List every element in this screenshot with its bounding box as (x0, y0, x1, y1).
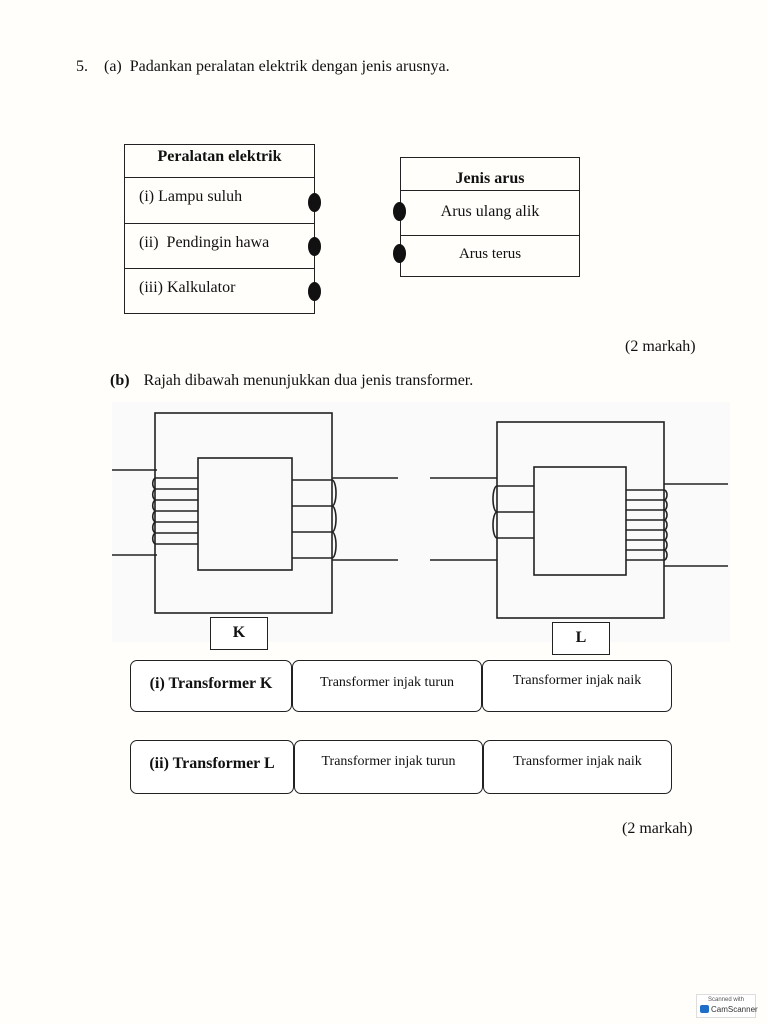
transformer-k-core-inner (197, 457, 293, 571)
label-k: K (210, 617, 268, 650)
marks-part-b: (2 markah) (622, 820, 693, 837)
question-transformer-l: (ii) Transformer L (130, 740, 294, 794)
question-transformer-k: (i) Transformer K (130, 660, 292, 712)
current-row: Arus ulang alik (401, 190, 579, 235)
l-secondary-coil (626, 489, 668, 561)
current-label: Arus ulang alik (440, 203, 540, 220)
transformer-k-core-outer (154, 412, 333, 614)
watermark-line2: CamScanner (711, 1005, 758, 1014)
choice-step-up-l[interactable]: Transformer injak naik (483, 740, 672, 794)
camscanner-logo-icon (700, 1005, 709, 1013)
question-heading: 5. (a) Padankan peralatan elektrik denga… (76, 58, 450, 76)
device-row: (i) Lampu suluh (125, 177, 314, 223)
device-row: (ii) Pendingin hawa (125, 223, 314, 268)
camscanner-watermark: Scanned with CamScanner (696, 994, 758, 1018)
current-row: Arus terus (401, 235, 579, 276)
device-label: (iii) Kalkulator (139, 279, 236, 296)
choice-step-down-k[interactable]: Transformer injak turun (292, 660, 482, 712)
device-label: (ii) Pendingin hawa (139, 234, 270, 251)
current-table: Jenis arus Arus ulang alik Arus terus (400, 157, 580, 277)
l-primary-coil (492, 485, 534, 539)
part-a-label: (a) (104, 58, 122, 75)
match-dot[interactable] (308, 193, 321, 212)
part-b-heading: (b) Rajah dibawah menunjukkan dua jenis … (110, 372, 473, 390)
label-l: L (552, 622, 610, 655)
devices-table-header: Peralatan elektrik (157, 148, 282, 165)
part-a-text: Padankan peralatan elektrik dengan jenis… (129, 58, 450, 75)
current-table-header: Jenis arus (455, 170, 525, 187)
choice-step-up-k[interactable]: Transformer injak naik (482, 660, 672, 712)
k-primary-coil (151, 477, 198, 545)
device-label: (i) Lampu suluh (139, 188, 243, 205)
part-b-text: Rajah dibawah menunjukkan dua jenis tran… (143, 372, 474, 389)
match-dot[interactable] (393, 202, 406, 221)
transformer-diagram (112, 412, 728, 619)
k-secondary-coil (292, 479, 337, 559)
watermark-line1: Scanned with (707, 997, 745, 1003)
part-b-label: (b) (110, 372, 130, 389)
devices-table: Peralatan elektrik (i) Lampu suluh (ii) … (124, 144, 315, 314)
match-dot[interactable] (308, 237, 321, 256)
choice-step-down-l[interactable]: Transformer injak turun (294, 740, 483, 794)
match-dot[interactable] (308, 282, 321, 301)
transformer-figure (112, 402, 730, 642)
current-label: Arus terus (458, 246, 522, 262)
question-number: 5. (76, 58, 88, 75)
transformer-l-core-inner (533, 466, 627, 576)
match-dot[interactable] (393, 244, 406, 263)
device-row: (iii) Kalkulator (125, 268, 314, 313)
marks-part-a: (2 markah) (625, 338, 696, 355)
